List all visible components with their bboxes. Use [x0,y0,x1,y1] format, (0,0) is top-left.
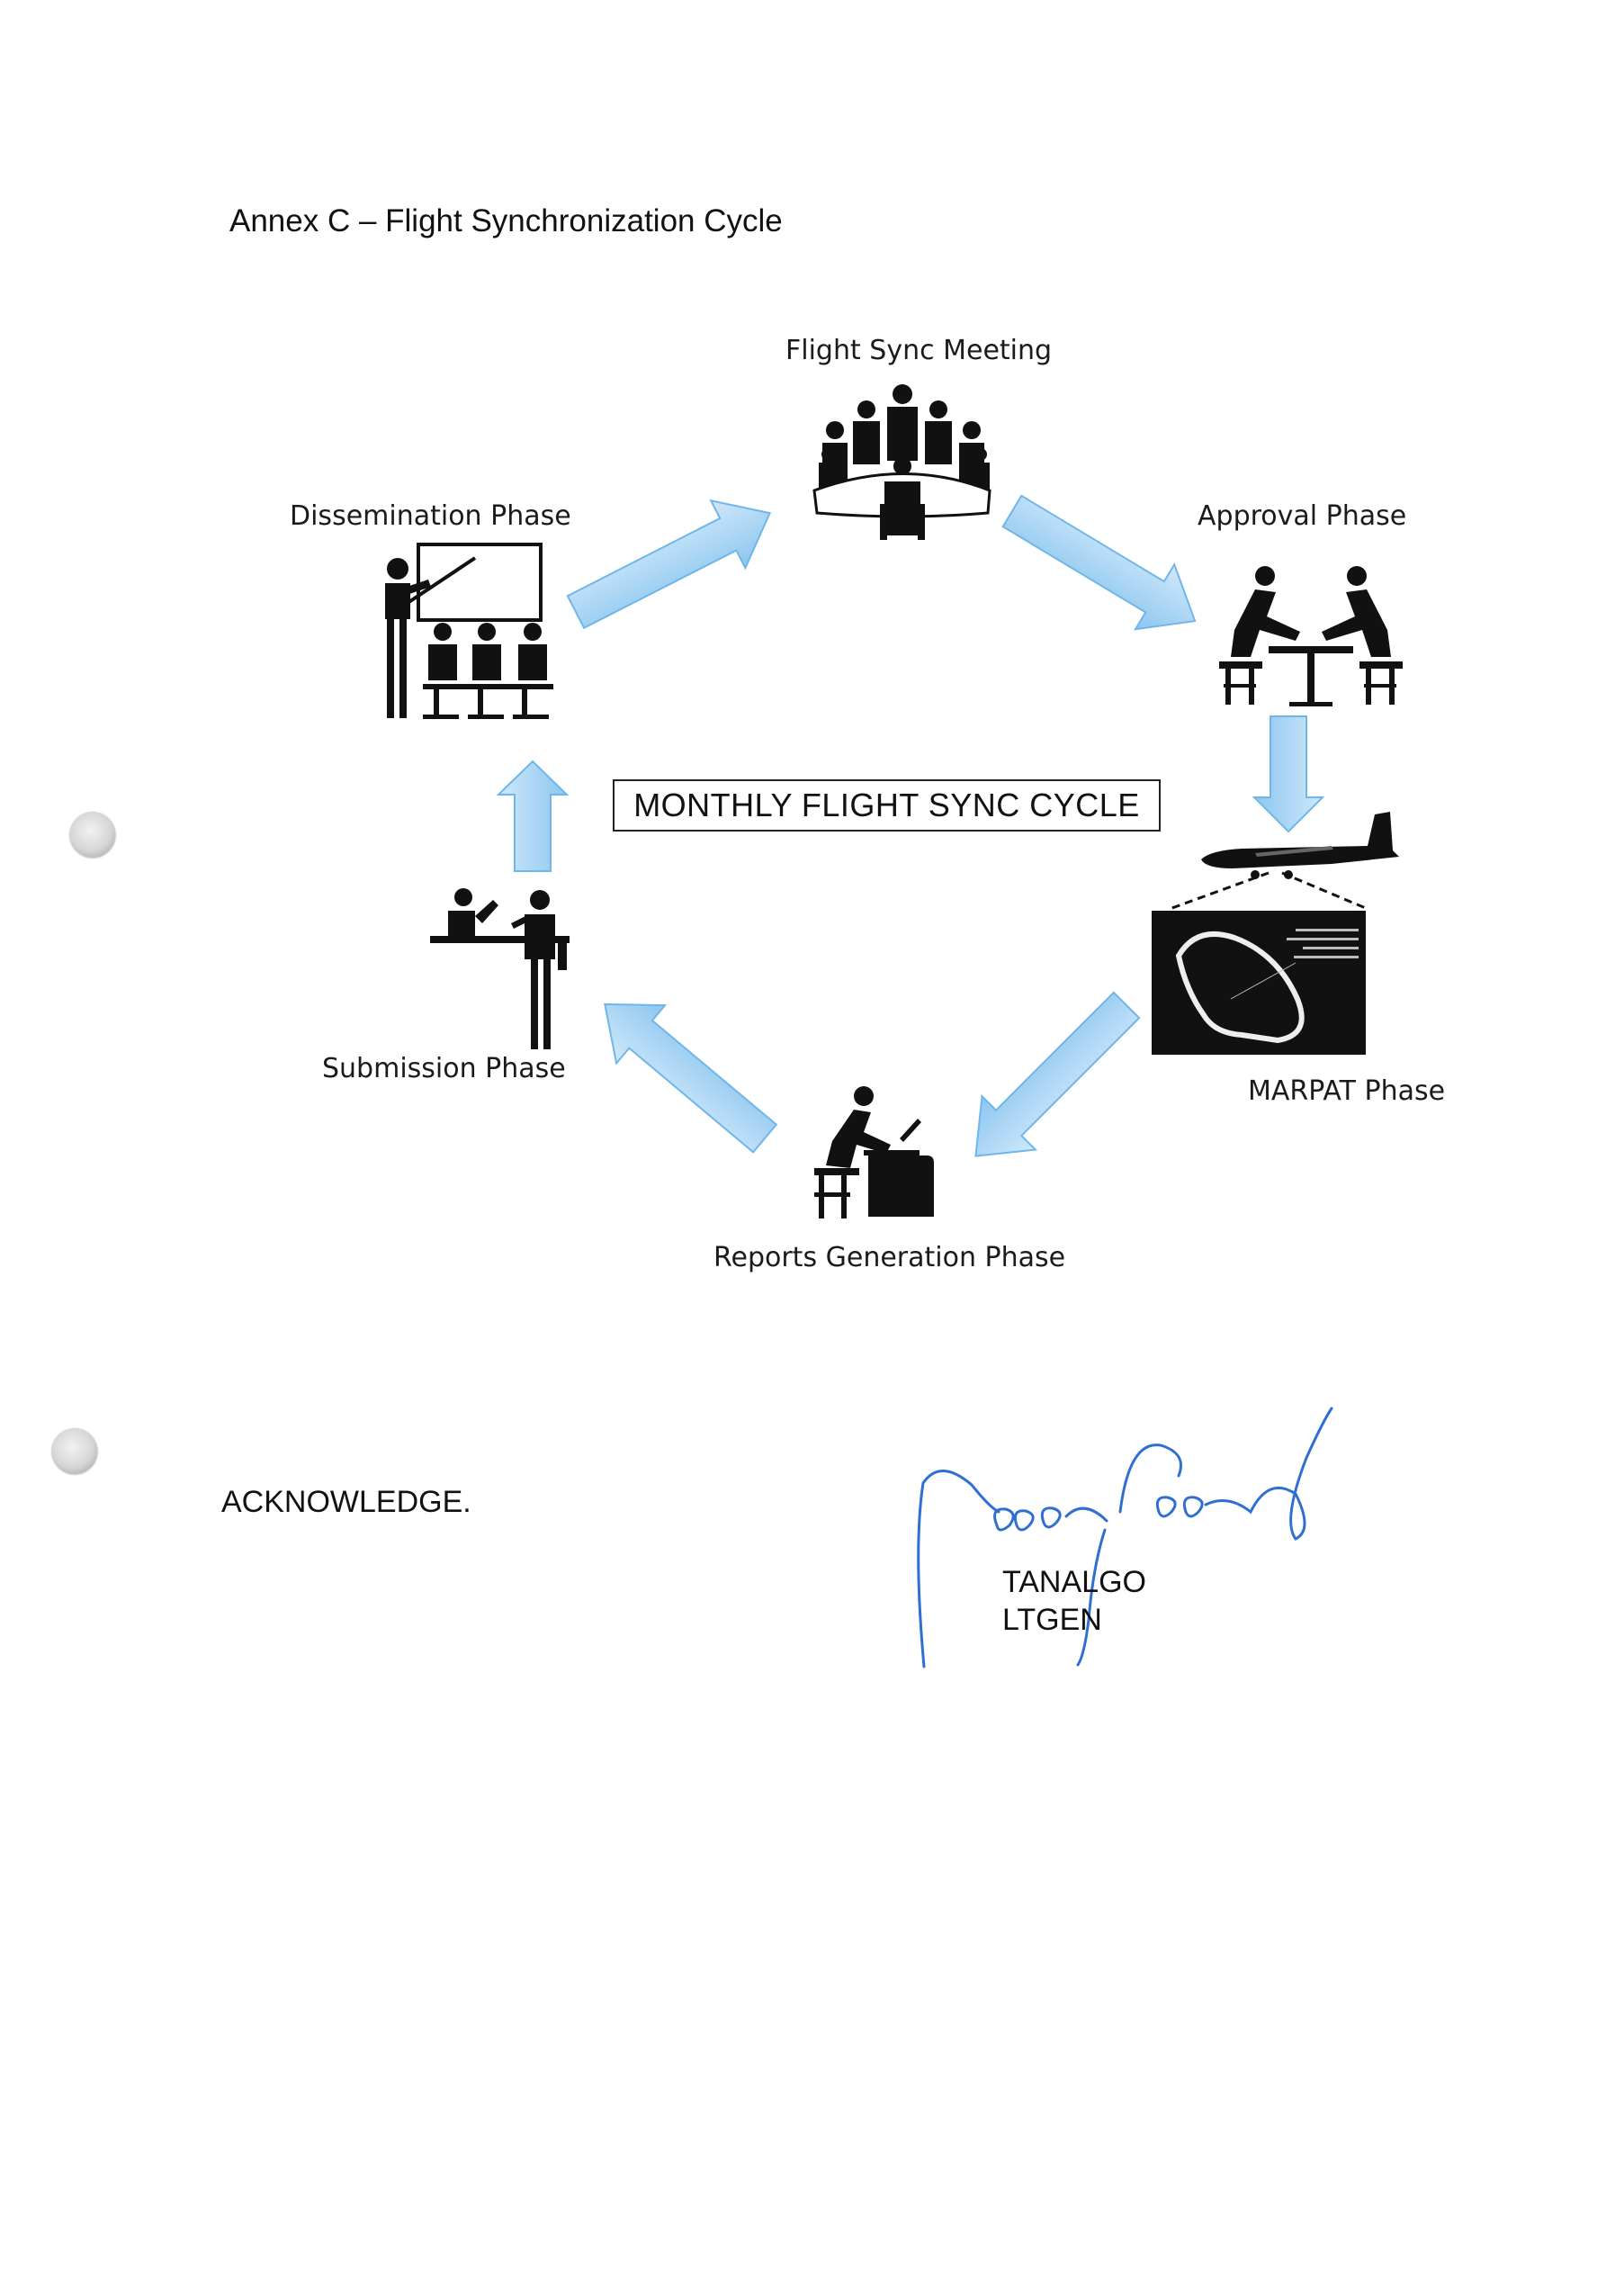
arrow-submission-to-dissemination [496,760,570,872]
signatory-name: TANALGO [1002,1565,1146,1599]
punch-hole-top [70,813,115,858]
label-submission-phase: Submission Phase [322,1053,566,1084]
approval-icon [1219,566,1403,706]
arrow-dissemination-to-meeting [566,499,772,630]
label-reports-generation-phase: Reports Generation Phase [713,1242,1066,1273]
arrow-approval-to-marpat [1252,715,1325,833]
cycle-center-label: MONTHLY FLIGHT SYNC CYCLE [613,779,1161,832]
label-flight-sync-meeting: Flight Sync Meeting [785,335,1053,366]
meeting-icon [812,384,991,540]
label-dissemination-phase: Dissemination Phase [290,500,571,532]
dissemination-icon [385,543,553,719]
reports-icon [814,1086,934,1218]
arrow-meeting-to-approval [1001,494,1197,631]
punch-hole-bottom [52,1429,97,1474]
submission-icon [430,888,570,1049]
acknowledge-text: ACKNOWLEDGE. [221,1485,471,1519]
marpat-icon [1152,812,1399,1055]
label-approval-phase: Approval Phase [1198,500,1407,532]
signatory-rank: LTGEN [1002,1603,1102,1637]
arrow-marpat-to-reports [974,991,1141,1157]
page-title: Annex C – Flight Synchronization Cycle [229,203,783,238]
arrow-reports-to-submission [604,1003,778,1154]
label-marpat-phase: MARPAT Phase [1248,1075,1446,1107]
signature [917,1407,1333,1668]
